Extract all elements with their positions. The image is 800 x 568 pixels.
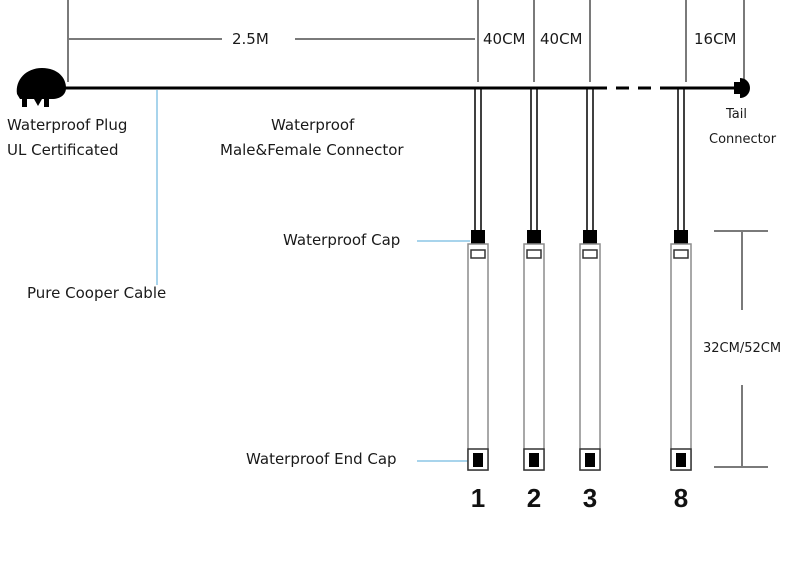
end-cap-label: Waterproof End Cap (246, 450, 397, 468)
tube-8 (670, 88, 692, 471)
tube-number-2: 2 (526, 483, 542, 513)
waterproof-plug-icon (16, 68, 66, 107)
tail-label-line1: Tail (726, 107, 747, 122)
plug-label-line1: Waterproof Plug (7, 116, 128, 134)
spacing-last-label: 16CM (694, 30, 737, 48)
tube-1 (467, 88, 489, 471)
spacing-1-label: 40CM (483, 30, 526, 48)
tube-length-dimension (714, 230, 768, 468)
dimension-lines (67, 0, 745, 82)
main-cable-length-label: 2.5M (232, 30, 269, 48)
tail-label-line2: Connector (709, 132, 777, 147)
connector-label-line2: Male&Female Connector (220, 141, 404, 159)
tube-2 (523, 88, 545, 471)
tube-number-8: 8 (673, 483, 689, 513)
connector-label-line1: Waterproof (271, 116, 355, 134)
tube-3 (579, 88, 601, 471)
tube-number-1: 1 (470, 483, 486, 513)
tube-length-label: 32CM/52CM (703, 341, 782, 356)
tail-connector-icon (734, 78, 750, 98)
cap-label: Waterproof Cap (283, 231, 401, 249)
cable-label: Pure Cooper Cable (27, 284, 167, 302)
tube-number-3: 3 (582, 483, 598, 513)
spacing-2-label: 40CM (540, 30, 583, 48)
plug-label-line2: UL Certificated (7, 141, 119, 159)
